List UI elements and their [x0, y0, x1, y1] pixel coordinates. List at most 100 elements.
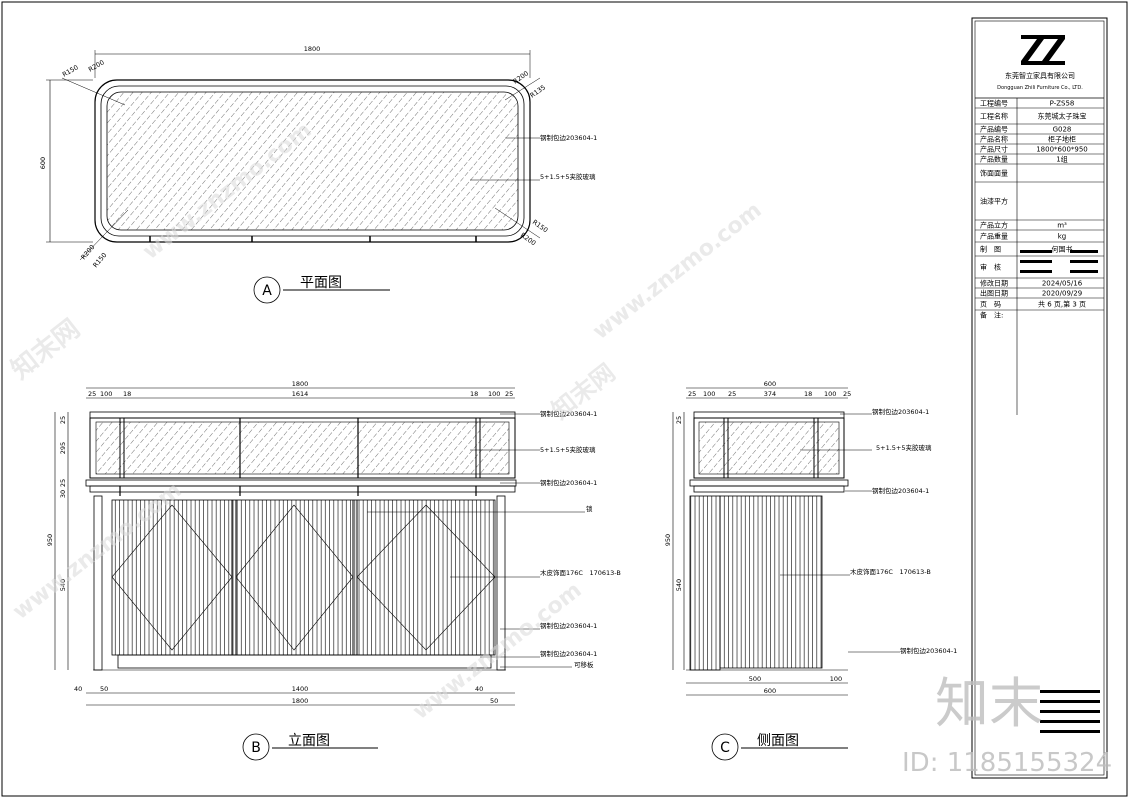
front-left-total: 950 — [46, 534, 54, 546]
title-block-label: 饰面面量 — [980, 169, 1008, 178]
side-bottom-overall: 600 — [764, 687, 776, 695]
side-bottom-dim: 500 — [749, 675, 761, 683]
title-block-label: 产品编号 — [980, 125, 1008, 134]
company-name-en: Dongguan Zhili Furniture Co., LTD. — [997, 85, 1083, 91]
title-block-value: m³ — [1057, 222, 1067, 230]
front-slat-panel — [111, 499, 496, 656]
plan-glass — [106, 91, 519, 231]
front-bottom-dim: 40 — [475, 685, 483, 693]
front-bottom-dim: 50 — [490, 697, 498, 705]
title-block-label: 修改日期 — [980, 279, 1008, 288]
plan-radius-label: R150 — [91, 251, 108, 269]
front-callout: 锁 — [586, 504, 593, 513]
title-block-value: 1800*600*950 — [1036, 146, 1088, 154]
title-block-value: 何国书 — [1052, 245, 1073, 254]
side-view-letter: C — [720, 740, 730, 756]
title-block-label: 页 码 — [980, 301, 1001, 309]
front-bottom-dim: 50 — [100, 685, 108, 693]
title-block-label: 出图日期 — [980, 289, 1008, 298]
side-left-dim: 540 — [675, 579, 683, 591]
front-callout: 5+1.5+5夹胶玻璃 — [540, 445, 596, 454]
title-block-label: 制 图 — [980, 245, 1001, 254]
side-top-overall: 600 — [764, 380, 776, 388]
side-glass — [698, 421, 840, 475]
title-block-label: 产品尺寸 — [980, 145, 1008, 154]
title-block-label: 产品重量 — [980, 232, 1008, 241]
side-view-title: 侧面图 — [757, 733, 799, 749]
side-top-dim: 25 — [843, 390, 851, 398]
title-block-label: 产品立方 — [980, 221, 1008, 230]
side-bottom-dim: 100 — [830, 675, 842, 683]
plan-radius-label: R200 — [87, 58, 106, 73]
side-callout: 钢制包边203604-1 — [872, 486, 929, 495]
side-top-dim: 18 — [804, 390, 812, 398]
front-view-title: 立面图 — [288, 733, 330, 749]
front-elevation: 1800 25 100 18 1614 18 100 25 25 295 25 … — [46, 380, 621, 761]
title-block-value: 2020/09/29 — [1042, 290, 1082, 298]
side-callout: 木皮饰面176C 170613-B — [850, 567, 931, 576]
watermark-site: www.znzmo.com — [588, 198, 766, 345]
side-left-dim: 25 — [675, 416, 683, 424]
front-bottom-overall: 1800 — [292, 697, 309, 705]
plan-width-dim: 1800 — [304, 45, 321, 53]
title-block-value: 1组 — [1056, 155, 1067, 164]
front-top-dim: 25 — [88, 390, 96, 398]
side-top-dim: 100 — [703, 390, 715, 398]
plan-radius-label: R150 — [531, 218, 549, 234]
side-left-dim: 950 — [664, 534, 672, 546]
plan-view-title: 平面图 — [300, 275, 342, 291]
side-callout: 5+1.5+5夹胶玻璃 — [876, 443, 932, 452]
front-top-overall: 1800 — [292, 380, 309, 388]
plan-radius-label: R135 — [529, 83, 547, 99]
front-top-dim: 18 — [470, 390, 478, 398]
title-block: 东莞智立家具有限公司 Dongguan Zhili Furniture Co.,… — [971, 17, 1108, 779]
title-block-label: 油漆平方 — [980, 197, 1008, 206]
side-view: 600 25 100 25 374 18 100 25 25 950 540 5… — [664, 380, 957, 761]
plan-callout: 5+1.5+5夹胶玻璃 — [540, 172, 596, 181]
front-left-dim: 30 — [59, 490, 67, 498]
title-block-label: 工程编号 — [980, 99, 1008, 108]
plan-radius-label: R150 — [61, 63, 80, 78]
plan-radius-label: R200 — [519, 231, 537, 247]
front-glass — [95, 421, 510, 475]
front-left-dim: 295 — [59, 442, 67, 454]
title-block-value: kg — [1058, 233, 1067, 241]
front-top-dim: 25 — [505, 390, 513, 398]
title-block-label: 备 注: — [980, 311, 1003, 320]
watermark-brand: 知末网 — [6, 314, 86, 386]
front-callout: 钢制包边203604-1 — [540, 649, 597, 658]
company-name-cn: 东莞智立家具有限公司 — [1005, 71, 1075, 80]
company-logo — [1021, 35, 1065, 65]
title-block-value: 2024/05/16 — [1042, 280, 1083, 288]
title-block-label: 工程名称 — [980, 112, 1008, 121]
side-callout: 钢制包边203604-1 — [872, 407, 929, 416]
front-top-dim: 18 — [123, 390, 131, 398]
front-callout: 钢制包边203604-1 — [540, 478, 597, 487]
front-callout: 木皮饰面176C 170613-B — [540, 568, 621, 577]
plan-view: 1800 600 R150 R200 R200 R135 R150 R200 R… — [39, 45, 597, 304]
side-top-dim: 25 — [728, 390, 736, 398]
side-callout: 钢制包边203604-1 — [900, 646, 957, 655]
front-callout: 可移板 — [574, 660, 594, 669]
side-top-dim: 25 — [688, 390, 696, 398]
title-block-label: 审 核 — [980, 263, 1001, 272]
title-block-label: 产品数量 — [980, 155, 1008, 164]
front-left-dim: 25 — [59, 416, 67, 424]
front-top-dim: 100 — [488, 390, 500, 398]
plan-radius-label: R200 — [512, 69, 530, 85]
front-callout: 钢制包边203604-1 — [540, 409, 597, 418]
front-left-dim: 25 — [59, 479, 67, 487]
front-top-dim: 1614 — [292, 390, 309, 398]
title-block-value: P-ZS58 — [1050, 100, 1075, 108]
front-top-dim: 100 — [100, 390, 112, 398]
title-block-value: 东莞城太子珠宝 — [1038, 112, 1087, 121]
front-left-dim: 40 — [74, 685, 82, 693]
side-top-dim: 100 — [824, 390, 836, 398]
side-top-dim: 374 — [764, 390, 776, 398]
title-block-value: 柜子地柜 — [1048, 135, 1076, 144]
plan-view-letter: A — [262, 283, 272, 299]
front-view-letter: B — [251, 740, 261, 756]
side-slat-panel — [719, 495, 823, 669]
